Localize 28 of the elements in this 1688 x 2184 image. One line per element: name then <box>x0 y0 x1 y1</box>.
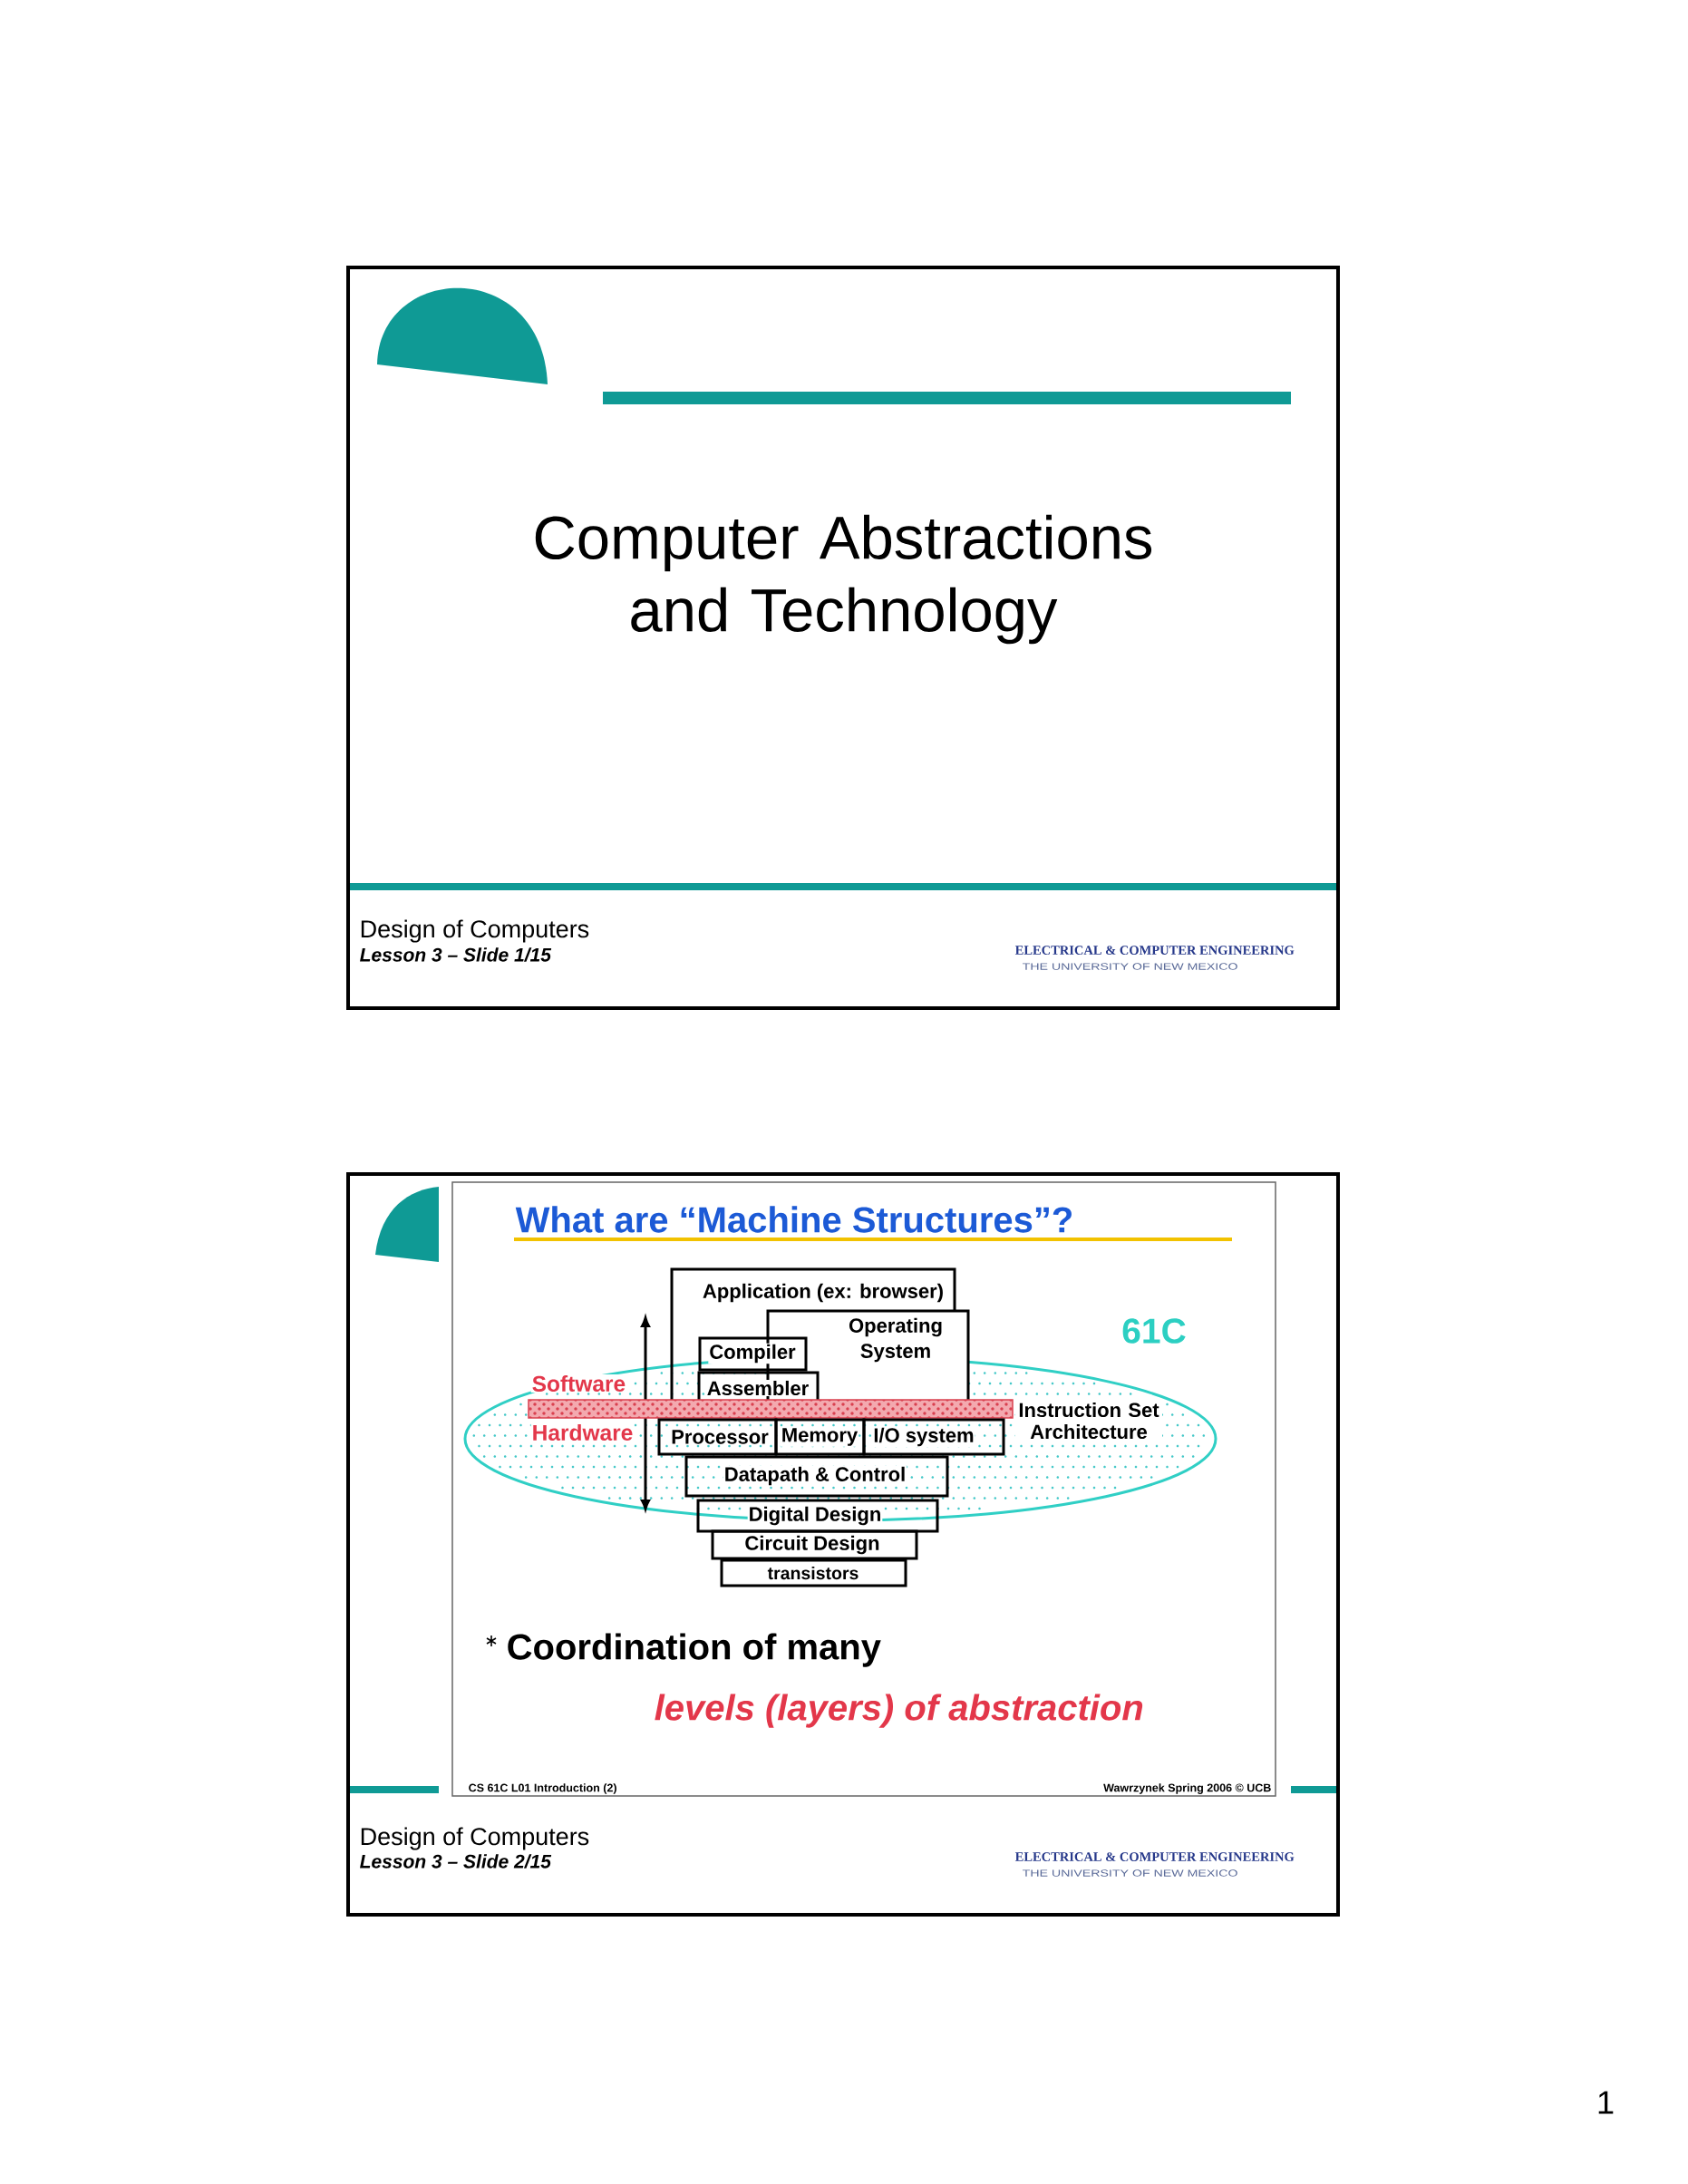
bullet-text: Coordination of many <box>508 1633 881 1667</box>
page-number: 1 <box>1598 2091 1614 2114</box>
slide-title: Computer Abstractions and Technology <box>535 514 1152 645</box>
slide-heading: What are “Machine Structures”? <box>515 1206 1072 1233</box>
course-code: 61C <box>1122 1318 1186 1344</box>
emphasis-text: levels (layers) of abstraction <box>655 1694 1143 1728</box>
layer-box: Processor <box>657 1418 778 1456</box>
layer-box: Memory <box>774 1418 866 1456</box>
course-name: Design of Computers <box>361 1827 589 1850</box>
lesson-label: Lesson 3 – Slide 1/15 <box>360 947 552 962</box>
footer-text: CS 61C L01 Introduction (2) <box>469 1783 616 1794</box>
layer-box: I/O system <box>862 1418 1005 1456</box>
layer-label: Hardware <box>530 1423 635 1441</box>
layer-box: transistors <box>720 1558 907 1587</box>
layer-box: Circuit Design <box>711 1529 918 1560</box>
bar-label: Instruction Set Architecture <box>1015 1401 1162 1441</box>
interface-bar <box>528 1399 1014 1419</box>
layer-box: Digital Design <box>696 1499 939 1533</box>
lesson-label: Lesson 3 – Slide 2/15 <box>360 1854 552 1869</box>
layer-box: Compiler <box>698 1336 808 1372</box>
department-name: ELECTRICAL & COMPUTER ENGINEERING <box>1014 1852 1295 1861</box>
footer-text: Wawrzynek Spring 2006 © UCB <box>1103 1783 1271 1794</box>
university-name: THE UNIVERSITY OF NEW MEXICO <box>1023 1869 1237 1877</box>
layer-label: Software <box>530 1374 627 1393</box>
department-name: ELECTRICAL & COMPUTER ENGINEERING <box>1014 946 1295 955</box>
course-name: Design of Computers <box>361 919 589 943</box>
university-name: THE UNIVERSITY OF NEW MEXICO <box>1023 963 1237 970</box>
layer-box: Datapath & Control <box>684 1455 949 1498</box>
